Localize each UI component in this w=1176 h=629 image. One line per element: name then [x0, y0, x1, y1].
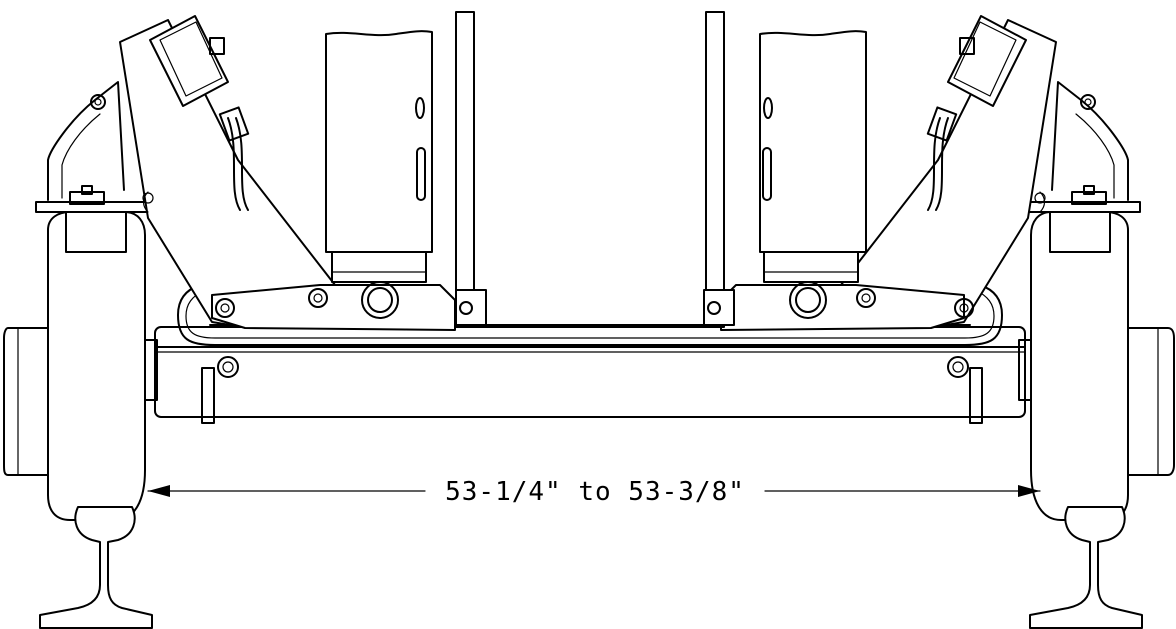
left-cylinder — [325, 30, 433, 283]
left-post — [455, 11, 487, 328]
right-post — [703, 11, 735, 328]
right-rail — [1029, 506, 1143, 629]
right-cylinder — [759, 30, 867, 283]
axle-beam — [154, 326, 1026, 418]
gauge-dimension: 53-1/4" to 53-3/8" — [147, 477, 1041, 507]
left-wheel — [3, 211, 158, 521]
right-wheel — [1018, 211, 1175, 521]
arrow-left-icon — [148, 485, 170, 497]
left-rail — [39, 506, 153, 629]
gauge-dimension-label: 53-1/4" to 53-3/8" — [445, 477, 745, 507]
arrow-right-icon — [1018, 485, 1040, 497]
left-arm-assembly — [35, 15, 456, 424]
right-arm-assembly — [720, 15, 1141, 424]
